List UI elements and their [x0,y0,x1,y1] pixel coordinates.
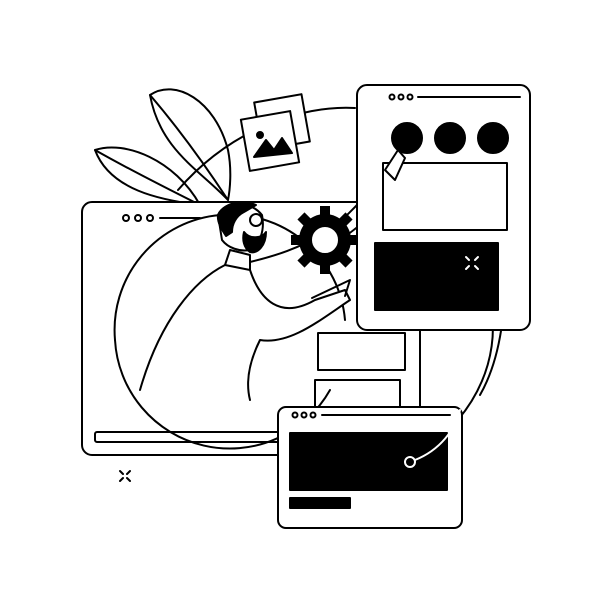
sparkle-icon [465,256,479,270]
gear-icon [291,206,359,274]
photo-icon [239,93,311,172]
small-window [277,406,463,529]
person [139,149,406,401]
sparkle-icon [119,470,131,482]
tablet-window [356,84,531,331]
leaf-plant [94,88,232,206]
